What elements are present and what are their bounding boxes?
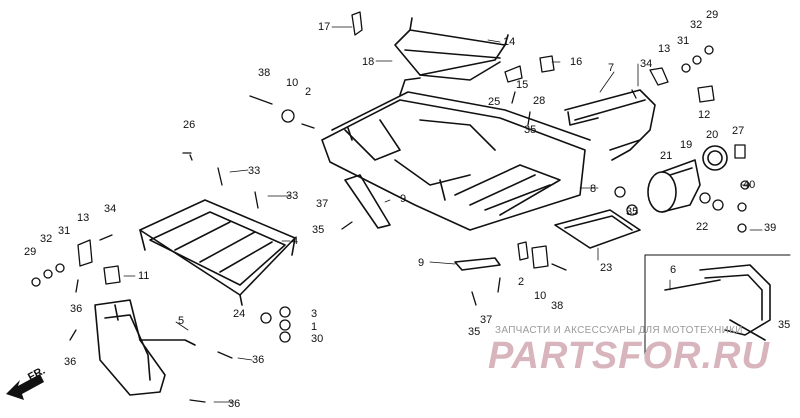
callout-33b: 33 xyxy=(286,190,299,202)
callout-36c: 36 xyxy=(252,354,265,366)
callout-30: 30 xyxy=(311,333,324,345)
callout-3: 3 xyxy=(311,308,318,320)
callout-29b: 29 xyxy=(24,246,37,258)
callout-29a: 29 xyxy=(706,9,719,21)
tool-box xyxy=(647,159,701,213)
callout-33a: 33 xyxy=(248,165,261,177)
callout-23: 23 xyxy=(600,262,613,274)
callout-12: 12 xyxy=(698,109,711,121)
callout-9b: 9 xyxy=(418,257,425,269)
direction-arrow xyxy=(6,374,44,400)
callout-11: 11 xyxy=(138,270,150,282)
callout-10a: 10 xyxy=(286,77,299,89)
callout-39: 39 xyxy=(764,222,777,234)
callout-24: 24 xyxy=(233,308,246,320)
callout-8: 8 xyxy=(590,183,597,195)
callout-37a: 37 xyxy=(316,198,329,210)
callout-40: 40 xyxy=(743,179,756,191)
callout-35e: 35 xyxy=(778,319,791,331)
callout-38b: 38 xyxy=(551,300,564,312)
callout-35c: 35 xyxy=(626,206,639,218)
watermark-brand: PARTSFOR.RU xyxy=(488,335,770,377)
front-carrier xyxy=(139,199,296,306)
callout-15: 15 xyxy=(516,79,529,91)
detail-frame xyxy=(644,254,791,356)
callout-34a: 34 xyxy=(640,58,653,70)
stay-lower xyxy=(454,257,501,271)
rear-bumper xyxy=(664,264,771,341)
side-rail-right xyxy=(564,89,656,161)
watermark-caption: ЗАПЧАСТИ И АКСЕССУАРЫ ДЛЯ МОТОТЕХНИКИ xyxy=(495,325,743,336)
callout-4: 4 xyxy=(292,235,299,247)
callout-26: 26 xyxy=(183,119,196,131)
callout-1: 1 xyxy=(311,321,318,333)
callout-31a: 31 xyxy=(677,35,690,47)
callout-16: 16 xyxy=(570,56,583,68)
callout-36d: 36 xyxy=(228,398,241,410)
document-plate xyxy=(554,209,641,249)
callout-2b: 2 xyxy=(518,276,525,288)
callout-35d: 35 xyxy=(468,326,481,338)
callout-36b: 36 xyxy=(64,356,77,368)
cap xyxy=(702,145,728,171)
callout-9a: 9 xyxy=(400,193,407,205)
callout-17: 17 xyxy=(318,21,331,33)
callout-14: 14 xyxy=(503,36,516,48)
hardware-parts xyxy=(31,11,750,403)
callout-34b: 34 xyxy=(104,203,117,215)
callout-2a: 2 xyxy=(305,86,312,98)
callout-13b: 13 xyxy=(77,212,90,224)
callout-27: 27 xyxy=(732,125,745,137)
upper-rack xyxy=(394,17,509,81)
callout-20: 20 xyxy=(706,129,719,141)
rear-carrier-frame xyxy=(321,77,591,231)
callout-13a: 13 xyxy=(658,43,671,55)
callout-22: 22 xyxy=(696,221,709,233)
callout-36a: 36 xyxy=(70,303,83,315)
callout-18: 18 xyxy=(362,56,375,68)
callout-38a: 38 xyxy=(258,67,271,79)
callout-25: 25 xyxy=(488,96,501,108)
callout-37b: 37 xyxy=(480,314,493,326)
callout-7: 7 xyxy=(608,62,615,74)
callout-6: 6 xyxy=(670,264,677,276)
callout-19: 19 xyxy=(680,139,693,151)
front-guard xyxy=(94,299,196,396)
callout-21: 21 xyxy=(660,150,673,162)
callout-35a: 35 xyxy=(524,124,537,136)
callout-35b: 35 xyxy=(312,224,325,236)
leader-lines xyxy=(123,26,763,403)
callout-28: 28 xyxy=(533,95,546,107)
callout-31b: 31 xyxy=(58,225,71,237)
stay-upper xyxy=(344,174,391,229)
callout-32a: 32 xyxy=(690,19,703,31)
callout-10b: 10 xyxy=(534,290,547,302)
callout-32b: 32 xyxy=(40,233,53,245)
callout-5: 5 xyxy=(178,315,185,327)
